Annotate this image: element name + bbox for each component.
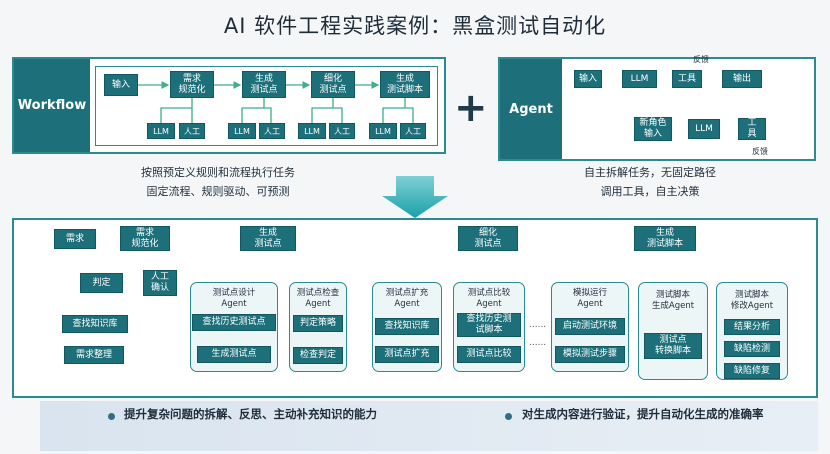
detail-node-requirement: 需求 <box>54 229 96 249</box>
workflow-tool-manual-2: 人工 <box>259 123 285 139</box>
detail-req-organize: 需求整理 <box>64 346 124 364</box>
workflow-tool-manual-3: 人工 <box>329 123 355 139</box>
workflow-tool-manual-1: 人工 <box>179 123 205 139</box>
agent-group-script-gen-title: 测试脚本 生成Agent <box>651 290 695 311</box>
detail-node-gen-testpoint: 生成 测试点 <box>240 226 296 251</box>
workflow-step-input: 输入 <box>104 74 138 96</box>
ellipsis-2: ...... <box>529 338 547 348</box>
detail-node-req-normalize: 需求 规范化 <box>120 226 170 251</box>
agent-group-testpoint-design-item-2: 生成测试点 <box>197 346 271 363</box>
workflow-desc-line-2: 固定流程、规则驱动、可预测 <box>146 185 290 198</box>
workflow-tool-llm-2: LLM <box>228 123 256 139</box>
workflow-tool-llm-1: LLM <box>147 123 175 139</box>
workflow-label: Workflow <box>14 59 90 152</box>
workflow-tool-llm-3: LLM <box>298 123 326 139</box>
plus-sign: + <box>454 85 488 131</box>
workflow-desc-line-1: 按照预定义规则和流程执行任务 <box>141 166 295 179</box>
workflow-step-gen-testpoint: 生成 测试点 <box>242 71 286 98</box>
summary-right: 对生成内容进行验证，提升自动化生成的准确率 <box>522 407 764 421</box>
agent-node-tool2: 工 具 <box>738 118 766 140</box>
agent-group-testpoint-design-item-1: 查找历史测试点 <box>192 314 276 331</box>
workflow-inner-frame <box>95 66 438 146</box>
ellipsis-1: ...... <box>529 320 547 330</box>
agent-group-simulated-run-title: 模拟运行 Agent <box>572 288 607 309</box>
agent-node-output: 输出 <box>722 70 762 88</box>
workflow-tool-manual-4: 人工 <box>400 123 426 139</box>
agent-group-testpoint-compare-item-1: 查找历史测 试脚本 <box>457 313 521 337</box>
summary-left: 提升复杂问题的拆解、反思、主动补充知识的能力 <box>124 407 377 421</box>
agent-desc-line-2: 调用工具，自主决策 <box>600 185 700 198</box>
detail-judge: 判定 <box>80 273 123 293</box>
agent-feedback-label-2: 反馈 <box>752 147 768 156</box>
agent-group-testpoint-check-item-2: 检查判定 <box>293 347 343 364</box>
agent-node-tool1: 工具 <box>672 70 702 88</box>
detail-node-gen-script: 生成 测试脚本 <box>634 226 696 251</box>
bullet-dot-left <box>108 413 115 420</box>
page-title: AI 软件工程实践案例：黑盒测试自动化 <box>223 14 607 38</box>
agent-group-script-gen <box>638 282 708 380</box>
agent-group-simulated-run-item-2: 模拟测试步骤 <box>555 346 625 363</box>
agent-group-testpoint-compare-title: 测试点比较 Agent <box>467 288 511 309</box>
agent-node-llm2: LLM <box>688 119 720 139</box>
detail-search-kb: 查找知识库 <box>62 315 128 333</box>
agent-group-testpoint-expand-item-2: 测试点扩充 <box>375 346 439 363</box>
workflow-step-gen-script: 生成 测试脚本 <box>380 71 430 98</box>
agent-label: Agent <box>500 59 562 159</box>
agent-group-testpoint-expand-title: 测试点扩充 Agent <box>385 288 429 309</box>
workflow-step-req-normalize: 需求 规范化 <box>170 71 214 98</box>
bottom-summary-bar <box>40 401 818 451</box>
agent-node-new-role-input: 新角色 输入 <box>634 117 672 141</box>
workflow-description: 按照预定义规则和流程执行任务 固定流程、规则驱动、可预测 <box>118 163 318 201</box>
agent-feedback-label-1: 反馈 <box>693 55 709 64</box>
agent-description: 自主拆解任务，无固定路径 调用工具，自主决策 <box>560 163 740 201</box>
workflow-step-refine-testpoint: 细化 测试点 <box>311 71 355 98</box>
agent-group-testpoint-check-item-1: 判定策略 <box>293 315 343 332</box>
agent-node-input: 输入 <box>574 70 602 88</box>
detail-node-refine-testpoint: 细化 测试点 <box>458 226 518 251</box>
bullet-dot-right <box>505 413 512 420</box>
agent-group-testpoint-expand-item-1: 查找知识库 <box>375 318 439 335</box>
agent-group-testpoint-check-title: 测试点检查 Agent <box>296 288 340 309</box>
agent-group-script-gen-item-1: 测试点 转换脚本 <box>644 333 702 359</box>
agent-desc-line-1: 自主拆解任务，无固定路径 <box>584 166 716 179</box>
agent-group-script-modify-item-2: 缺陷检测 <box>724 341 780 357</box>
agent-group-simulated-run-item-1: 启动测试环境 <box>555 318 625 335</box>
agent-node-llm1: LLM <box>622 70 657 88</box>
workflow-tool-llm-4: LLM <box>369 123 397 139</box>
agent-group-script-modify-item-3: 缺陷修复 <box>724 363 780 379</box>
agent-group-testpoint-design-title: 测试点设计 Agent <box>212 288 256 309</box>
agent-group-script-modify-title: 测试脚本 修改Agent <box>730 290 774 311</box>
agent-group-testpoint-compare-item-2: 测试点比较 <box>457 346 521 363</box>
agent-group-script-modify-item-1: 结果分析 <box>724 319 780 335</box>
detail-manual-confirm: 人工 确认 <box>143 270 177 296</box>
